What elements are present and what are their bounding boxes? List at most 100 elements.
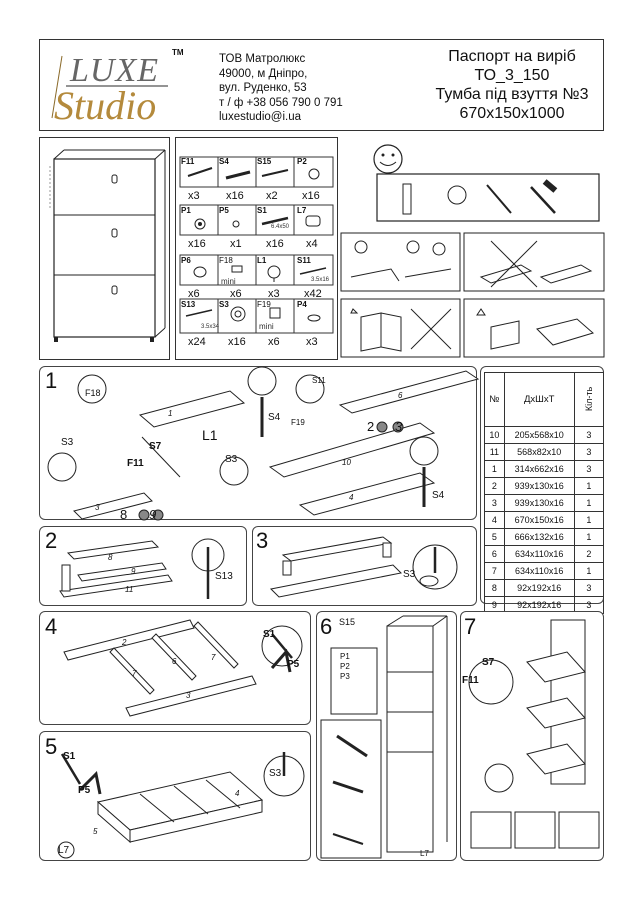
hw-code-P1: P1 <box>181 206 191 215</box>
part-dimensions: 670х150х16 <box>503 511 575 529</box>
hw-code-S11: S11 <box>297 256 311 265</box>
part-number: 8 <box>484 579 505 597</box>
cluster-icons <box>138 421 404 521</box>
step-7-number: 7 <box>464 614 477 639</box>
s3-label-S3: S3 <box>403 569 416 580</box>
s2-part-11: 11 <box>125 585 134 594</box>
level-icon <box>402 183 412 215</box>
hardware-frame <box>175 137 338 360</box>
hardware-grid-lines <box>179 156 334 334</box>
part-number: 2 <box>484 477 505 495</box>
part-quantity: 1 <box>573 562 605 580</box>
part-dimensions: 314х662х16 <box>503 460 575 478</box>
title-line-1: Паспорт на виріб <box>448 48 576 65</box>
step-7-frame <box>460 611 604 861</box>
s1-label-S3b: S3 <box>225 454 238 465</box>
tools-safety-panel <box>340 137 605 360</box>
part-dimensions: 939х130х16 <box>503 477 575 495</box>
company-phone: т / ф +38 056 790 0 791 <box>219 96 343 109</box>
step-4-drawing <box>63 619 303 717</box>
part-number: 5 <box>484 528 505 546</box>
drawer-handles <box>111 174 118 295</box>
s6-label-L7: L7 <box>420 849 429 858</box>
hammer-icon <box>530 186 556 214</box>
step-6-number: 6 <box>320 614 333 639</box>
s4-label-S1: S1 <box>263 629 276 640</box>
hw-note-S11: 3.5x16 <box>311 277 330 283</box>
hw-qty-S15: x2 <box>266 190 278 202</box>
step-6-frame <box>316 611 457 861</box>
company-street: вул. Руденко, 53 <box>219 82 307 94</box>
s2-part-8: 8 <box>108 553 113 562</box>
part-dimensions: 634х110х16 <box>503 562 575 580</box>
s1-label-F11: F11 <box>127 458 144 469</box>
logo-tm: TM <box>172 48 184 57</box>
part-dimensions: 568х82х10 <box>503 443 575 461</box>
hw-note-S13: 3.5x34 <box>201 324 220 330</box>
part-number: 11 <box>484 443 505 461</box>
s2-label-S13: S13 <box>215 571 233 582</box>
hw-qty-P1: x16 <box>188 238 206 250</box>
hw-code-S1: S1 <box>257 206 267 215</box>
panel-1 <box>138 390 246 428</box>
s4-part-7a: 7 <box>132 669 137 678</box>
col-dimensions: ДхШхТ <box>503 372 575 427</box>
col-number: № <box>484 372 505 427</box>
part-number: 1 <box>484 460 505 478</box>
hw-code-F11: F11 <box>181 157 195 166</box>
hw-note-F18: mini <box>221 277 236 286</box>
s1-part-3: 3 <box>95 503 100 512</box>
panel-10 <box>268 422 436 478</box>
company-city: 49000, м Дніпро, <box>219 67 308 80</box>
panel-3 <box>73 492 153 520</box>
hw-note-F19: mini <box>259 322 274 331</box>
part-quantity: 2 <box>573 545 605 563</box>
luxe-studio-logo: LUXE Studio TM <box>48 46 198 128</box>
s4-part-3: 3 <box>186 691 191 700</box>
company-email: luxestudio@i.ua <box>219 111 301 123</box>
hw-code-P6: P6 <box>181 256 191 265</box>
hw-icons <box>185 167 327 322</box>
hw-note-S1: 6.4x50 <box>271 224 290 230</box>
panel-4 <box>298 472 436 516</box>
step-2-number: 2 <box>45 528 58 553</box>
tools-safety-drawing <box>340 144 605 358</box>
part-dimensions: 939х130х16 <box>503 494 575 512</box>
part-quantity: 1 <box>573 477 605 495</box>
hw-qty-S1: x16 <box>266 238 284 250</box>
part-number: 7 <box>484 562 505 580</box>
s1-label-F19: F19 <box>291 418 305 427</box>
step-3-drawing <box>269 536 458 598</box>
panel-6 <box>338 370 480 414</box>
part-quantity: 3 <box>573 443 605 461</box>
s4-part-7b: 7 <box>211 653 216 662</box>
header-frame <box>39 39 604 131</box>
s1-label-S4: S4 <box>268 412 281 423</box>
s7-label-F11: F11 <box>462 675 479 686</box>
step-1-hardware <box>47 366 439 507</box>
part-quantity: 3 <box>573 579 605 597</box>
step-1-drawing <box>47 366 480 521</box>
col-quantity: Кіл-ть <box>573 372 605 427</box>
step-4-number: 4 <box>45 614 58 639</box>
part-number: 3 <box>484 494 505 512</box>
part-number: 4 <box>484 511 505 529</box>
s1-label-S3: S3 <box>61 437 74 448</box>
step-5-drawing <box>57 752 305 859</box>
step-2-frame <box>39 526 247 606</box>
hw-qty-F18: x6 <box>230 288 242 300</box>
s1-cluster-2: 2 <box>367 419 375 434</box>
s1-part-10: 10 <box>342 458 351 467</box>
s6-label-P2: P2 <box>340 662 350 671</box>
safety-sketches <box>350 240 595 352</box>
s1-part-6: 6 <box>398 391 403 400</box>
hw-qty-S11: x42 <box>304 288 322 300</box>
part-dimensions: 205х568х10 <box>503 426 575 444</box>
title-line-2: ТО_3_150 <box>474 67 550 84</box>
s1-label-S7: S7 <box>149 441 162 452</box>
